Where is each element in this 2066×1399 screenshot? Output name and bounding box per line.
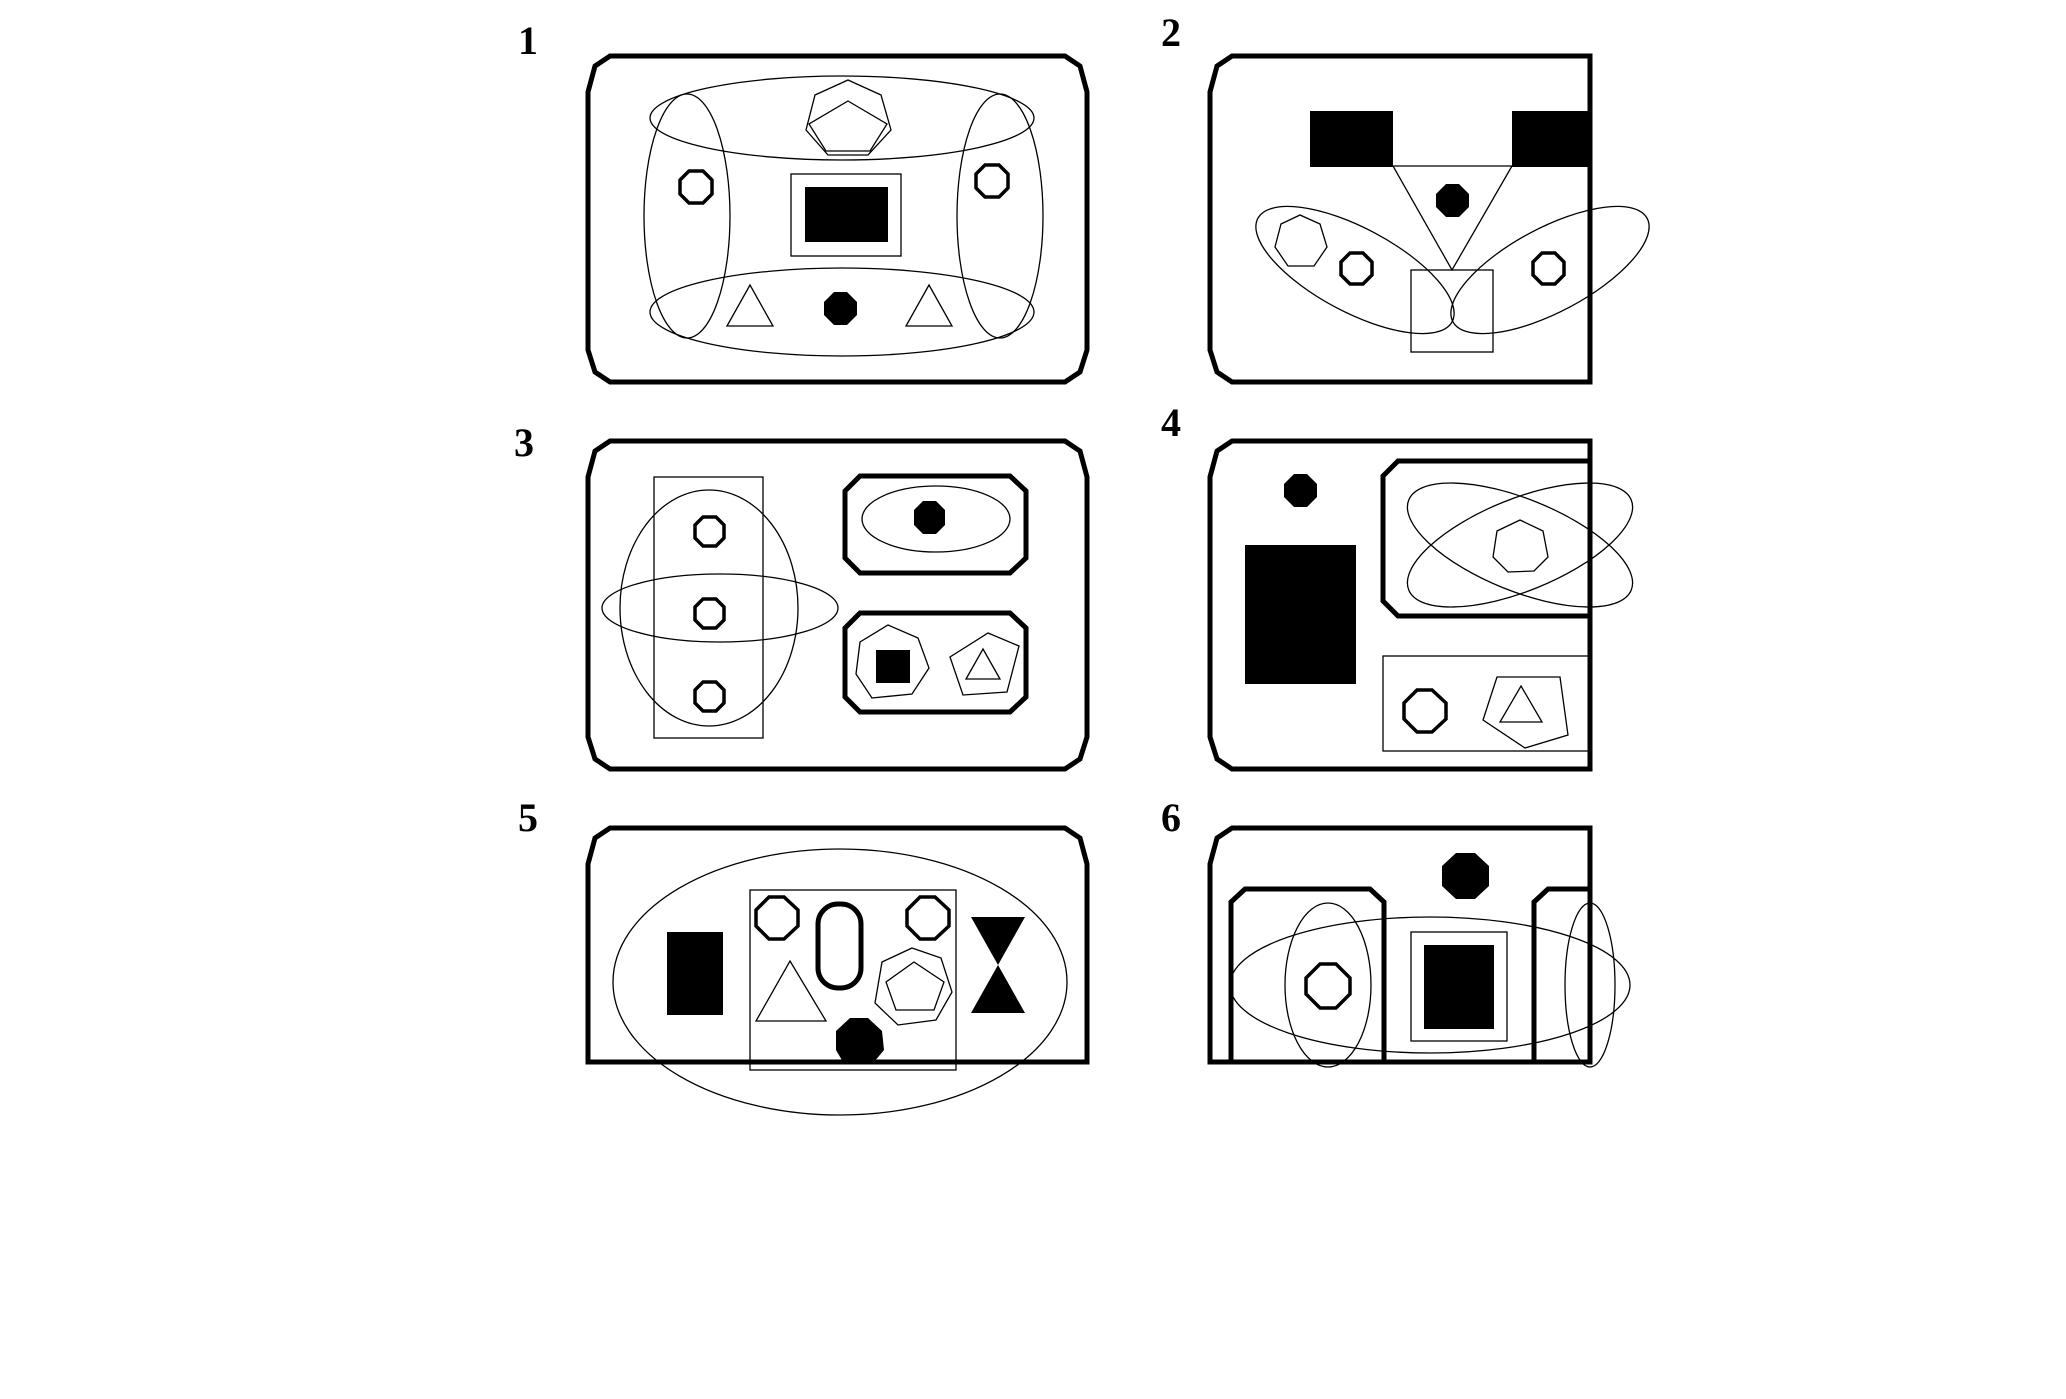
octagon-outline [1531, 251, 1566, 286]
panel-frame [1207, 825, 1593, 1065]
ellipse [861, 485, 1011, 553]
filled-rectangle [667, 932, 723, 1015]
ellipse [1564, 902, 1616, 1068]
triangle [1391, 165, 1514, 272]
pentagon [885, 961, 945, 1011]
rounded-box [1228, 886, 1387, 1065]
rectangle-outline [749, 889, 957, 1071]
filled-octagon [1436, 184, 1469, 217]
ellipse [612, 848, 1068, 1116]
rectangle-outline [1382, 655, 1591, 752]
panel-4: 4 [1161, 400, 1634, 772]
ellipse [619, 489, 799, 727]
octagon-outline [754, 895, 800, 941]
triangle [964, 647, 1002, 680]
filled-octagon [1284, 474, 1317, 507]
octagon-outline [905, 895, 951, 941]
heptagon [1492, 519, 1549, 573]
filled-octagon [1442, 853, 1489, 899]
filled-rectangle [805, 187, 888, 242]
ellipse [643, 93, 731, 339]
octagon-outline [1304, 962, 1352, 1010]
pentagon [1482, 676, 1569, 749]
octagon-outline [1339, 251, 1374, 286]
octagon-outline [693, 597, 726, 630]
panel-number-4: 4 [1161, 400, 1181, 445]
panel-6: 6 [1161, 795, 1631, 1068]
hourglass [971, 917, 1025, 1013]
ellipse [1229, 916, 1631, 1054]
panel-number-2: 2 [1161, 10, 1181, 55]
rounded-box [842, 473, 1029, 576]
triangle [1498, 684, 1544, 723]
ellipse [1406, 482, 1634, 608]
filled-rectangle [1310, 111, 1393, 167]
panel-number-1: 1 [518, 18, 538, 63]
ellipse [1450, 205, 1650, 335]
rectangle-outline [653, 476, 764, 739]
octagon-outline [693, 515, 726, 548]
ellipse [1255, 205, 1455, 335]
filled-octagon [824, 292, 857, 325]
panel-frame [585, 53, 1090, 385]
panel-frame [585, 825, 1090, 1065]
ellipse [649, 267, 1035, 357]
panel-5: 5 [518, 795, 1090, 1116]
panel-1: 1 [518, 18, 1090, 385]
triangle [725, 283, 775, 327]
pentagon [808, 100, 888, 152]
rounded-rectangle [815, 901, 864, 991]
ellipse [1284, 902, 1372, 1068]
filled-rectangle [1512, 111, 1590, 167]
panel-frame [1207, 53, 1593, 385]
octagon-outline [1402, 688, 1448, 734]
heptagon [855, 624, 930, 699]
ellipse [601, 573, 839, 643]
filled-octagon [836, 1018, 884, 1062]
square-outline [1410, 931, 1508, 1042]
panel-3: 3 [514, 420, 1090, 772]
panel-number-6: 6 [1161, 795, 1181, 840]
rounded-box [842, 610, 1029, 715]
heptagon [805, 79, 892, 156]
ellipse [1406, 482, 1634, 608]
rounded-box [1380, 458, 1593, 619]
pentagon [949, 632, 1020, 696]
ellipse [956, 93, 1044, 339]
ellipse [649, 75, 1035, 161]
panel-frame [585, 438, 1090, 772]
triangle [754, 959, 828, 1022]
panel-2: 2 [1161, 10, 1650, 385]
heptagon [1274, 214, 1328, 267]
filled-square [876, 650, 910, 683]
filled-rectangle [1424, 945, 1494, 1029]
heptagon [874, 947, 953, 1026]
square-outline [790, 173, 902, 257]
filled-rectangle [1245, 545, 1356, 684]
octagon-outline [678, 169, 714, 205]
octagon-outline [974, 163, 1010, 199]
panel-number-5: 5 [518, 795, 538, 840]
octagon-outline [693, 680, 726, 713]
rounded-box [1531, 886, 1590, 1065]
filled-octagon [914, 501, 945, 534]
triangle [904, 283, 954, 327]
panel-number-3: 3 [514, 420, 534, 465]
square-outline [1410, 269, 1494, 353]
